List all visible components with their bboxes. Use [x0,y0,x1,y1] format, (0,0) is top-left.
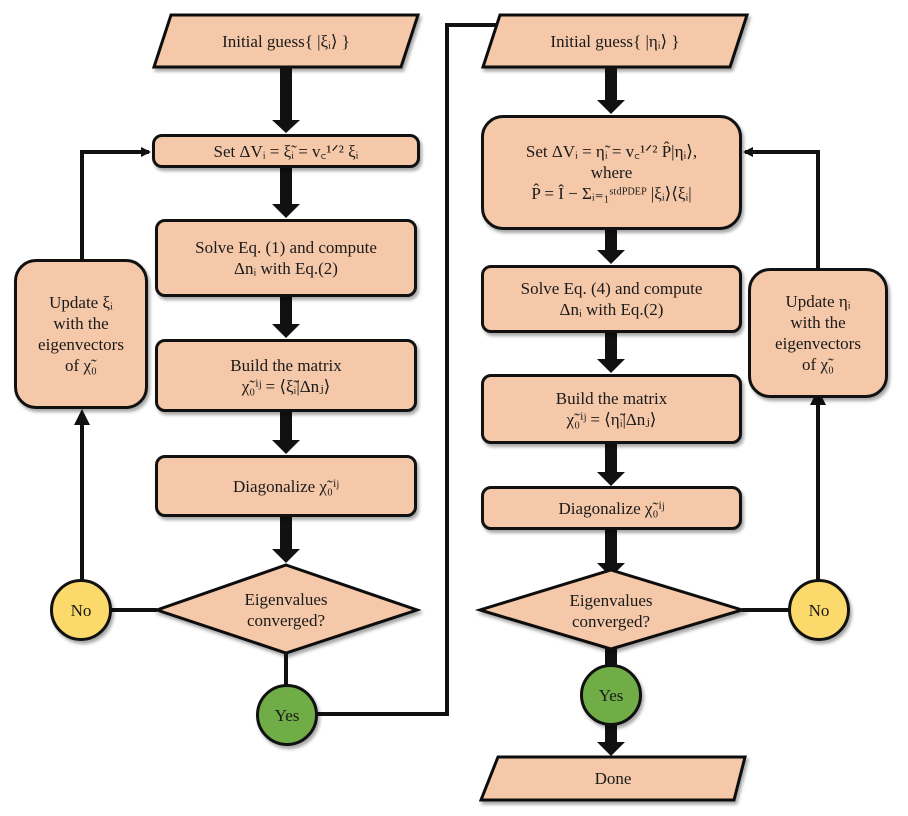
left-decision-line2: converged? [246,611,326,630]
left-build-line2: χ̃₀ⁱʲ = ⟨ξ̃ᵢ|Δnⱼ⟩ [241,376,331,396]
right-build-line1: Build the matrix [555,389,668,408]
left-set-potential-label: Set ΔVᵢ = ξ̃ᵢ = v꜀¹ᐟ² ξᵢ [213,141,359,161]
left-solve-line2: Δnᵢ with Eq.(2) [234,259,338,278]
left-build-matrix-node[interactable]: Build the matrix χ̃₀ⁱʲ = ⟨ξ̃ᵢ|Δnⱼ⟩ [155,339,417,412]
right-solve-node[interactable]: Solve Eq. (4) and compute Δnᵢ with Eq.(2… [481,265,742,333]
left-update-line2: with the [53,314,109,333]
left-decision-node[interactable]: Eigenvalues converged? [180,580,392,640]
left-update-arrowhead [74,409,90,425]
arrow-solve-to-build [272,296,300,338]
right-yes-label: Yes [598,685,624,705]
right-start-node[interactable]: Initial guess{ |ηᵢ⟩ } [483,15,747,67]
arrow-diag-to-decision [272,516,300,563]
right-connectors [742,147,820,612]
right-diagonalize-node[interactable]: Diagonalize χ̃₀ⁱʲ [481,486,742,530]
left-start-shape [151,13,421,69]
right-start-shape [480,13,750,69]
arrow-solve-to-build [597,332,625,373]
right-set-line1: Set ΔVᵢ = η̃ᵢ = v꜀¹ᐟ² P̂|ηᵢ⟩, [525,142,698,161]
arrow-set-to-solve [272,166,300,218]
right-set-line3: P̂ = Î − Σᵢ₌₁ˢᵗᵈᴾᴰᴱᴾ |ξᵢ⟩⟨ξᵢ| [531,184,692,203]
left-build-line1: Build the matrix [230,355,342,375]
left-no-label: No [70,600,92,620]
left-update-node[interactable]: Update ξᵢ with the eigenvectors of χ̃₀ [14,259,148,409]
right-no-node[interactable]: No [788,579,850,641]
right-update-line4: of χ̃₀ [802,355,834,374]
left-diagonalize-label: Diagonalize χ̃₀ⁱʲ [233,476,339,496]
arrow-build-to-diag [597,443,625,486]
left-no-node[interactable]: No [50,579,112,641]
arrow-start-to-set [597,67,625,114]
left-start-node[interactable]: Initial guess{ |ξᵢ⟩ } [154,15,418,67]
right-set-line2: where [590,163,633,182]
left-connectors [80,20,508,716]
arrow-build-to-diag [272,411,300,454]
right-solve-line2: Δnᵢ with Eq.(2) [559,300,664,319]
left-decision-line1: Eigenvalues [244,590,328,609]
left-yes-node[interactable]: Yes [256,684,318,746]
right-build-line2: χ̃₀ⁱʲ = ⟨η̃ᵢ|Δnⱼ⟩ [566,410,657,429]
right-decision-line1: Eigenvalues [569,591,653,610]
right-decision-shape [474,568,748,651]
left-flow-arrows [272,67,300,563]
right-update-node[interactable]: Update ηᵢ with the eigenvectors of χ̃₀ [748,268,888,398]
arrow-decision-to-yes [605,648,617,668]
left-set-potential-node[interactable]: Set ΔVᵢ = ξ̃ᵢ = v꜀¹ᐟ² ξᵢ [152,134,420,168]
right-update-line1: Update ηᵢ [785,292,851,311]
left-solve-node[interactable]: Solve Eq. (1) and compute Δnᵢ with Eq.(2… [155,219,417,297]
right-done-shape [478,755,747,802]
right-done-node[interactable]: Done [481,757,745,800]
right-yes-node[interactable]: Yes [580,664,642,726]
arrow-start-to-set [272,67,300,133]
left-update-line1: Update ξᵢ [49,293,113,312]
right-update-line3: eigenvectors [775,334,861,353]
right-decision-line2: converged? [571,612,651,631]
right-no-label: No [808,600,830,620]
right-start-label: Initial guess{ |ηᵢ⟩ } [550,31,680,51]
right-done-label: Done [594,769,632,788]
right-decision-node[interactable]: Eigenvalues converged? [505,582,717,640]
arrow-yes-to-done [597,722,625,756]
right-set-potential-node[interactable]: Set ΔVᵢ = η̃ᵢ = v꜀¹ᐟ² P̂|ηᵢ⟩, where P̂ =… [481,115,742,230]
right-flow-arrows [597,67,625,756]
right-update-line2: with the [790,313,846,332]
left-solve-line1: Solve Eq. (1) and compute [195,238,377,257]
left-update-line3: eigenvectors [38,335,124,354]
left-yes-label: Yes [274,705,300,725]
left-diagonalize-node[interactable]: Diagonalize χ̃₀ⁱʲ [155,455,417,517]
arrow-set-to-solve [597,229,625,264]
left-update-line4: of χ̃₀ [65,356,97,375]
left-start-label: Initial guess{ |ξᵢ⟩ } [222,31,350,51]
right-build-matrix-node[interactable]: Build the matrix χ̃₀ⁱʲ = ⟨η̃ᵢ|Δnⱼ⟩ [481,374,742,444]
right-diagonalize-label: Diagonalize χ̃₀ⁱʲ [558,498,665,518]
right-solve-line1: Solve Eq. (4) and compute [520,279,703,298]
